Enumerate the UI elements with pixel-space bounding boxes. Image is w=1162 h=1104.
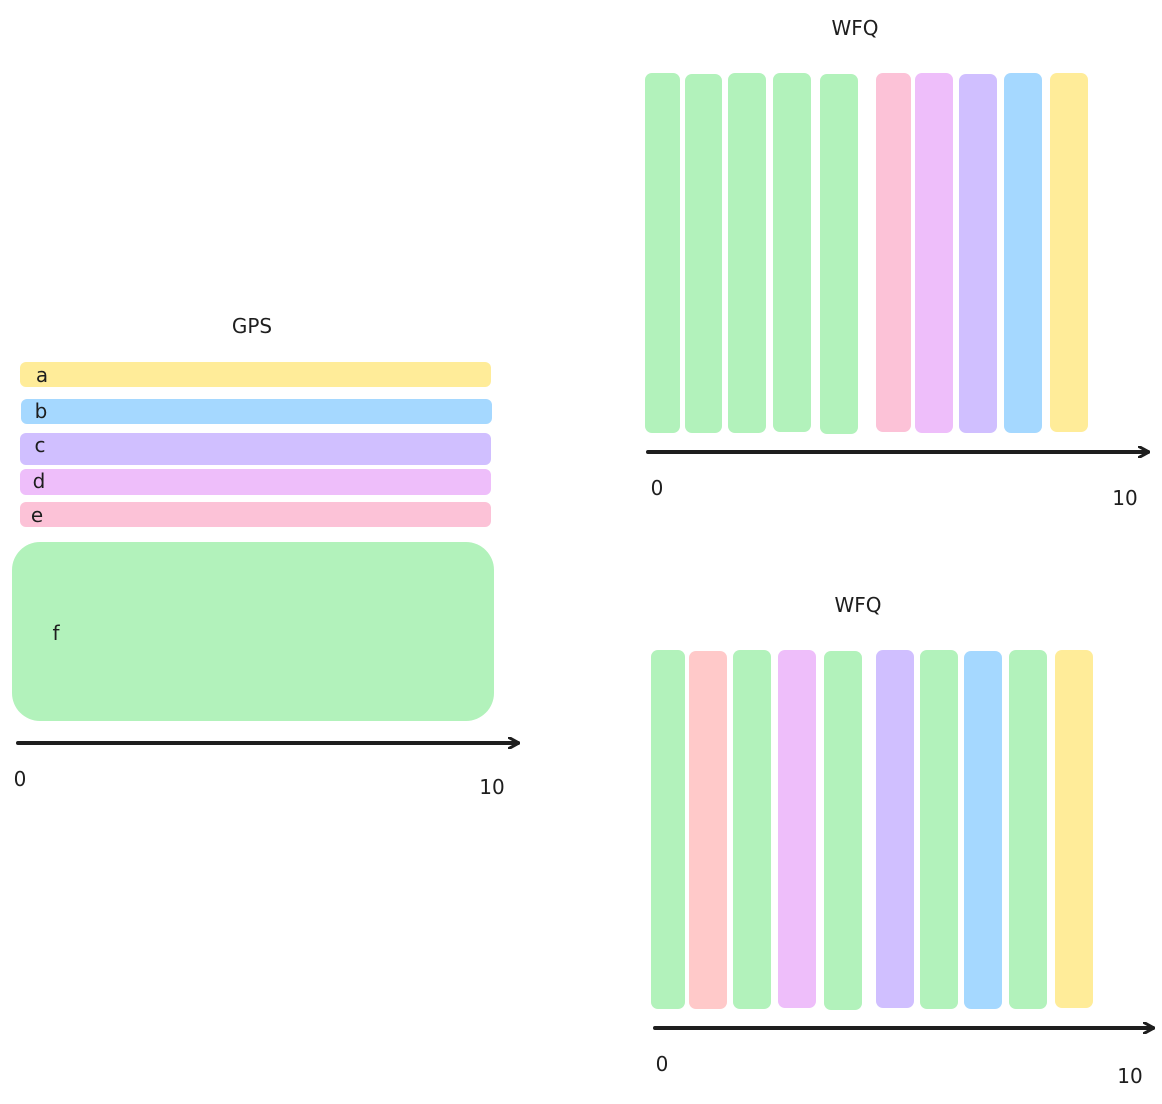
gps-flow-a-bar (20, 362, 491, 387)
wfq-top-slot-6 (876, 73, 911, 432)
wfq-top-title: WFQ (831, 16, 878, 40)
wfq-bottom-slot-8 (964, 651, 1002, 1009)
wfq-top-slot-7 (915, 73, 953, 433)
gps-flow-b-bar (21, 399, 492, 424)
gps-flow-f-label: f (52, 621, 60, 645)
gps-axis-start: 0 (14, 767, 27, 791)
gps-title: GPS (232, 314, 272, 338)
wfq-bottom-slot-7 (920, 650, 958, 1009)
gps-flow-c-label: c (35, 433, 46, 457)
gps-flow-f-bar (12, 542, 494, 721)
gps-flow-e-bar (20, 502, 491, 527)
wfq-top-slot-10 (1050, 73, 1088, 432)
wfq-bottom-slot-4 (778, 650, 816, 1008)
wfq-bottom-axis-end: 10 (1117, 1064, 1142, 1088)
wfq-bottom-slot-5 (824, 651, 862, 1010)
wfq-bottom-diagram: WFQ 0 10 (651, 593, 1155, 1088)
gps-flow-e-label: e (31, 503, 43, 527)
gps-flow-b-label: b (35, 399, 48, 423)
gps-flow-d-label: d (33, 469, 46, 493)
wfq-bottom-slot-2 (689, 651, 727, 1009)
wfq-top-slot-8 (959, 74, 997, 433)
gps-axis-end: 10 (479, 775, 504, 799)
wfq-bottom-slot-6 (876, 650, 914, 1008)
wfq-bottom-slot-1 (651, 650, 685, 1009)
wfq-top-slot-2 (685, 74, 722, 433)
wfq-bottom-slot-3 (733, 650, 771, 1009)
wfq-bottom-slot-10 (1055, 650, 1093, 1008)
wfq-top-axis-end: 10 (1112, 486, 1137, 510)
gps-flow-d-bar (20, 469, 491, 495)
wfq-top-slot-4 (773, 73, 811, 432)
wfq-top-axis-start: 0 (651, 476, 664, 500)
wfq-top-slot-5 (820, 74, 858, 434)
wfq-bottom-title: WFQ (834, 593, 881, 617)
wfq-top-slot-1 (645, 73, 680, 433)
wfq-top-slot-9 (1004, 73, 1042, 433)
wfq-bottom-axis-start: 0 (656, 1052, 669, 1076)
gps-flow-c-bar (20, 433, 491, 465)
wfq-top-slot-3 (728, 73, 766, 433)
gps-flow-a-label: a (36, 363, 48, 387)
wfq-bottom-slot-9 (1009, 650, 1047, 1009)
wfq-top-diagram: WFQ 0 10 (645, 16, 1150, 510)
